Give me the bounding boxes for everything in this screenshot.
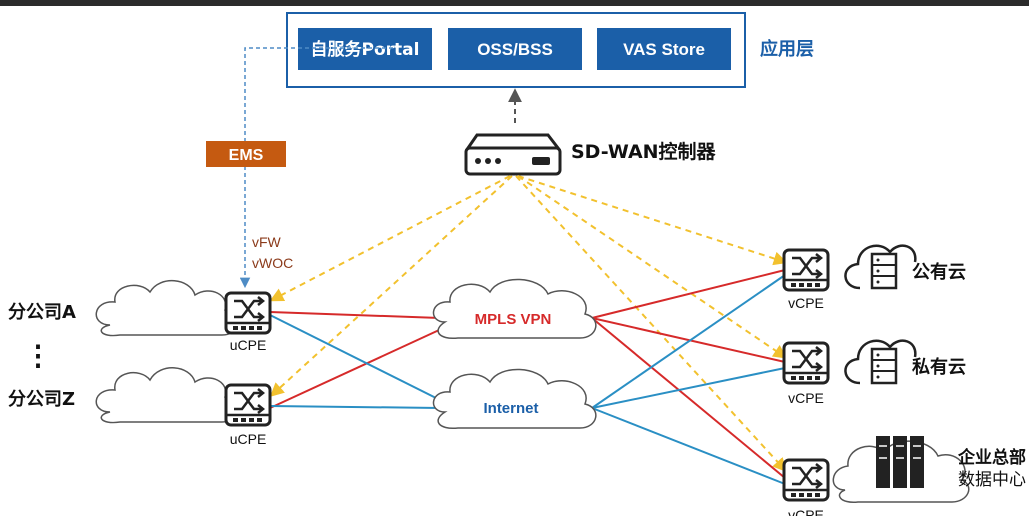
public-cloud-label: 公有云: [912, 261, 966, 283]
sdwan-controller-icon: [464, 133, 562, 176]
app-button-portal[interactable]: 自服务Portal: [298, 28, 432, 70]
branch-z-label: 分公司Z: [8, 389, 75, 410]
branch-a-label: 分公司A: [8, 302, 76, 323]
internet-link-ucpe-a: [269, 314, 451, 406]
vwoc-label: vWOC: [252, 255, 293, 271]
control-link-vcpe-1: [517, 175, 788, 266]
control-links: [269, 175, 788, 473]
control-link-ucpe-a: [269, 175, 511, 302]
app-button-oss-bss[interactable]: OSS/BSS: [448, 28, 582, 70]
internet-link-ucpe-z: [269, 405, 441, 409]
ucpe-z-icon: [224, 383, 272, 427]
mpls-vpn-label: MPLS VPN: [475, 311, 552, 328]
control-link-vcpe-3: [515, 175, 787, 473]
ems-badge: [206, 141, 286, 167]
ems-label: EMS: [229, 147, 264, 164]
internet-link-vcpe-1: [591, 274, 786, 409]
ems-path: [239, 47, 393, 289]
app-layer-label: 应用层: [760, 38, 814, 60]
ucpe-z-label: uCPE: [230, 431, 267, 447]
mpls-link-vcpe-3: [591, 317, 786, 479]
internet-link-vcpe-2: [591, 367, 786, 409]
vcpe-2-icon: [782, 341, 830, 385]
vcpe-2-label: vCPE: [788, 390, 824, 406]
hq-label-line2: 数据中心: [958, 470, 1026, 490]
branch-ellipsis: ⋮: [24, 340, 52, 371]
vcpe-3-label: vCPE: [788, 507, 824, 516]
app-button-oss-bss-label: OSS/BSS: [477, 40, 553, 59]
hq-label-line1: 企业总部: [957, 447, 1026, 468]
public-cloud-icon: [844, 244, 917, 290]
data-links: [269, 269, 786, 485]
ucpe-a-icon: [224, 291, 272, 335]
app-button-vas-store-label: VAS Store: [623, 40, 705, 59]
vcpe-3-icon: [782, 458, 830, 502]
vcpe-1-icon: [782, 248, 830, 292]
vcpe-1-label: vCPE: [788, 295, 824, 311]
private-cloud-label: 私有云: [912, 356, 966, 378]
internet-cloud: [432, 368, 597, 429]
branch-a-cloud: [95, 279, 239, 337]
top-window-edge: [0, 0, 1029, 6]
control-link-vcpe-2: [517, 175, 788, 359]
internet-label: Internet: [483, 400, 538, 417]
app-button-portal-label: 自服务Portal: [311, 39, 420, 60]
mpls-link-ucpe-a: [269, 311, 441, 319]
internet-link-vcpe-3: [591, 407, 786, 485]
vfw-label: vFW: [252, 234, 282, 250]
ucpe-a-label: uCPE: [230, 337, 267, 353]
branch-z-cloud: [95, 367, 239, 424]
mpls-link-vcpe-1: [591, 269, 786, 319]
controller-label: SD-WAN控制器: [571, 140, 717, 163]
mpls-link-ucpe-z: [269, 324, 451, 409]
private-cloud-icon: [844, 339, 917, 385]
app-button-vas-store[interactable]: VAS Store: [597, 28, 731, 70]
mpls-link-vcpe-2: [591, 317, 786, 363]
hq-server-icon: [876, 436, 924, 488]
mpls-vpn-cloud: [432, 278, 597, 339]
